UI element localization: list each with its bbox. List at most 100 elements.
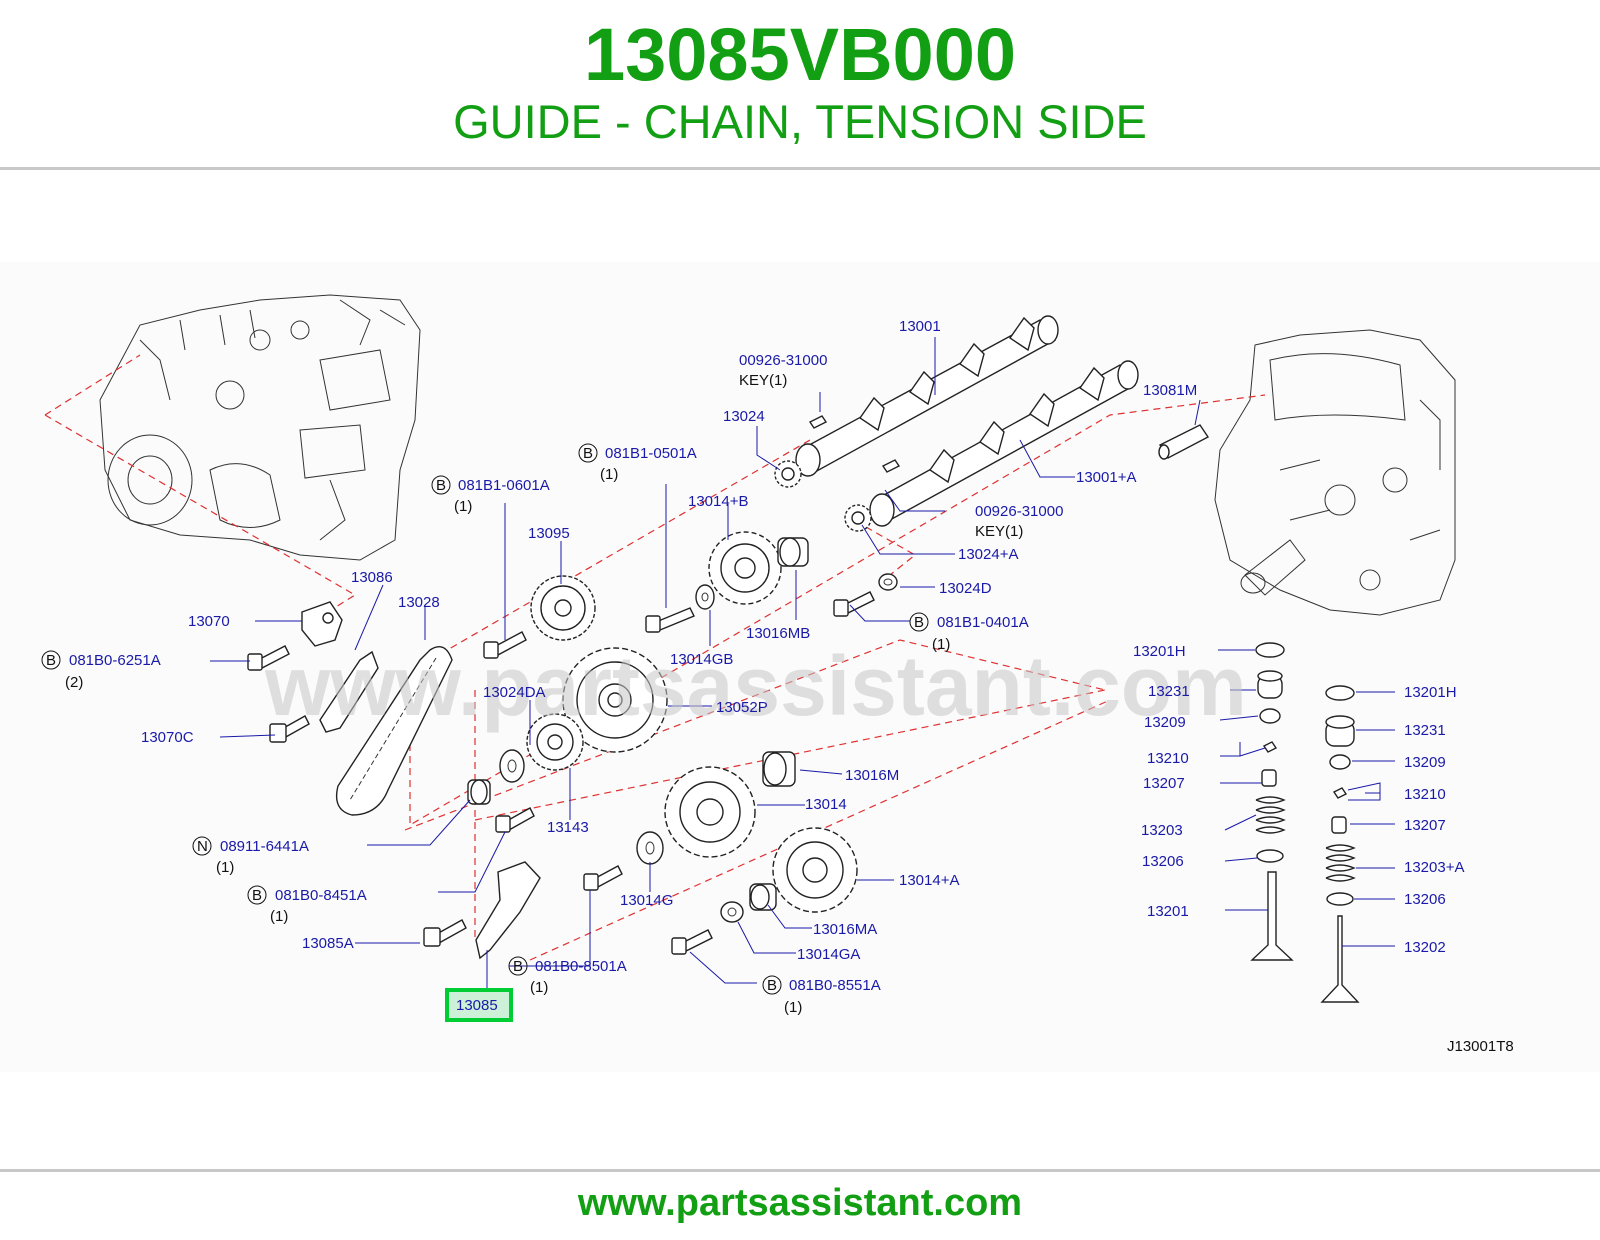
callout-13210-right[interactable]: 13210	[1404, 786, 1446, 803]
gear-13014-drawing	[664, 766, 756, 858]
bolt-badge-b-0601A: B	[431, 475, 451, 495]
callout-13016M[interactable]: 13016M	[845, 767, 899, 784]
callout-13206-right[interactable]: 13206	[1404, 891, 1446, 908]
washer-13014G-drawing	[636, 831, 664, 865]
callout-08911-6441A[interactable]: 08911-6441A	[220, 838, 309, 855]
callout-13085[interactable]: 13085	[456, 997, 498, 1014]
bushing-13016M-drawing	[762, 751, 796, 787]
callout-13014GA[interactable]: 13014GA	[797, 946, 860, 963]
callout-13014GB[interactable]: 13014GB	[670, 651, 733, 668]
chain-13028-drawing	[335, 646, 453, 816]
callout-13014G[interactable]: 13014G	[620, 892, 673, 909]
qty-081B0-8501A: (1)	[530, 979, 548, 996]
bolt-badge-b-0501A: B	[578, 443, 598, 463]
callout-13070C[interactable]: 13070C	[141, 729, 194, 746]
bolt-081B1-0601A-drawing	[483, 631, 527, 659]
callout-labels: 13001 00926-31000 KEY(1) 13024 13081M B …	[41, 318, 1514, 1055]
washer-13014GA-drawing	[720, 901, 744, 923]
callout-13203A[interactable]: 13203+A	[1404, 859, 1464, 876]
callout-081B0-6251A[interactable]: 081B0-6251A	[69, 652, 161, 669]
bolt-badge-b-8451A: B	[247, 885, 267, 905]
callout-13014B[interactable]: 13014+B	[688, 493, 748, 510]
callout-13231-left[interactable]: 13231	[1148, 683, 1190, 700]
callout-081B0-8451A[interactable]: 081B0-8451A	[275, 887, 367, 904]
callout-13203-left[interactable]: 13203	[1141, 822, 1183, 839]
callout-13028[interactable]: 13028	[398, 594, 440, 611]
callout-13085A[interactable]: 13085A	[302, 935, 354, 952]
bolt-081B0-6251A-drawing	[247, 645, 290, 671]
callout-13209-left[interactable]: 13209	[1144, 714, 1186, 731]
callout-13001[interactable]: 13001	[899, 318, 941, 335]
key-top-drawing	[808, 415, 828, 429]
callout-13052P[interactable]: 13052P	[716, 699, 768, 716]
bolt-badge-b-8501A: B	[508, 956, 528, 976]
footer-divider	[0, 1169, 1600, 1172]
sprocket-13024-drawing	[774, 460, 802, 488]
camshaft-13001A-drawing	[869, 360, 1139, 527]
callout-13201[interactable]: 13201	[1147, 903, 1189, 920]
valvetrain-right-drawing	[1320, 685, 1360, 1003]
callout-081B1-0601A[interactable]: 081B1-0601A	[458, 477, 550, 494]
callout-13231-right[interactable]: 13231	[1404, 722, 1446, 739]
callout-13207-left[interactable]: 13207	[1143, 775, 1185, 792]
callout-13014A[interactable]: 13014+A	[899, 872, 959, 889]
washer-13024DA-drawing	[499, 749, 525, 783]
sprocket-13143-drawing	[526, 713, 584, 771]
part-name-subtitle: GUIDE - CHAIN, TENSION SIDE	[453, 95, 1147, 148]
callout-13070[interactable]: 13070	[188, 613, 230, 630]
callout-13024[interactable]: 13024	[723, 408, 765, 425]
callout-13202[interactable]: 13202	[1404, 939, 1446, 956]
tensioner-13070-drawing	[301, 601, 343, 647]
callout-081B1-0401A[interactable]: 081B1-0401A	[937, 614, 1029, 631]
bushing-13016MB-drawing	[777, 537, 809, 567]
callout-00926-31000-top[interactable]: 00926-31000	[739, 352, 827, 369]
callout-13201H-right[interactable]: 13201H	[1404, 684, 1457, 701]
callout-13024DA[interactable]: 13024DA	[483, 684, 546, 701]
callout-13086[interactable]: 13086	[351, 569, 393, 586]
key-qty-bottom: KEY(1)	[975, 523, 1023, 540]
header: 13085VB000 GUIDE - CHAIN, TENSION SIDE	[0, 0, 1600, 170]
washer-13014GB-drawing	[695, 584, 715, 610]
qty-081B1-0401A: (1)	[932, 636, 950, 653]
callout-13206-left[interactable]: 13206	[1142, 853, 1184, 870]
badge-b-letter: B	[583, 445, 593, 462]
bolt-081B0-8501A-drawing	[583, 865, 623, 891]
badge-b-letter: B	[513, 958, 523, 975]
key-qty-top: KEY(1)	[739, 372, 787, 389]
callout-13210-left[interactable]: 13210	[1147, 750, 1189, 767]
part-number-title: 13085VB000	[583, 13, 1017, 96]
callout-13014[interactable]: 13014	[805, 796, 847, 813]
sprocket-13095-drawing	[530, 575, 596, 641]
watermark-text: www.partsassistant.com	[264, 639, 1247, 733]
valvetrain-left-drawing	[1250, 642, 1294, 961]
figure-code: J13001T8	[1447, 1038, 1514, 1055]
callout-13024A[interactable]: 13024+A	[958, 546, 1018, 563]
callout-081B0-8551A[interactable]: 081B0-8551A	[789, 977, 881, 994]
callout-13143[interactable]: 13143	[547, 819, 589, 836]
callout-13201H-left[interactable]: 13201H	[1133, 643, 1186, 660]
bolt-badge-b-0401A: B	[909, 612, 929, 632]
callout-13207-right[interactable]: 13207	[1404, 817, 1446, 834]
callout-13001A[interactable]: 13001+A	[1076, 469, 1136, 486]
callout-13016MA[interactable]: 13016MA	[813, 921, 877, 938]
callout-13095[interactable]: 13095	[528, 525, 570, 542]
callout-13016MB[interactable]: 13016MB	[746, 625, 810, 642]
footer-website-link[interactable]: www.partsassistant.com	[577, 1182, 1023, 1224]
highlighted-part-13085[interactable]: 13085	[445, 988, 513, 1022]
callout-13209-right[interactable]: 13209	[1404, 754, 1446, 771]
engine-block-right-drawing	[1214, 329, 1456, 616]
bolt-081B0-8551A-drawing	[671, 929, 713, 955]
callout-13081M[interactable]: 13081M	[1143, 382, 1197, 399]
bolt-081B1-0401A-drawing	[833, 591, 875, 617]
callout-00926-31000-bottom[interactable]: 00926-31000	[975, 503, 1063, 520]
bushing-13016MA-drawing	[749, 883, 777, 911]
qty-081B0-8551A: (1)	[784, 999, 802, 1016]
key-bottom-drawing	[881, 459, 901, 473]
callout-081B0-8501A[interactable]: 081B0-8501A	[535, 958, 627, 975]
qty-081B0-6251A: (2)	[65, 674, 83, 691]
callout-081B1-0501A[interactable]: 081B1-0501A	[605, 445, 697, 462]
badge-b-letter: B	[436, 477, 446, 494]
callout-13024D[interactable]: 13024D	[939, 580, 992, 597]
gear-13052P-drawing	[562, 647, 668, 753]
